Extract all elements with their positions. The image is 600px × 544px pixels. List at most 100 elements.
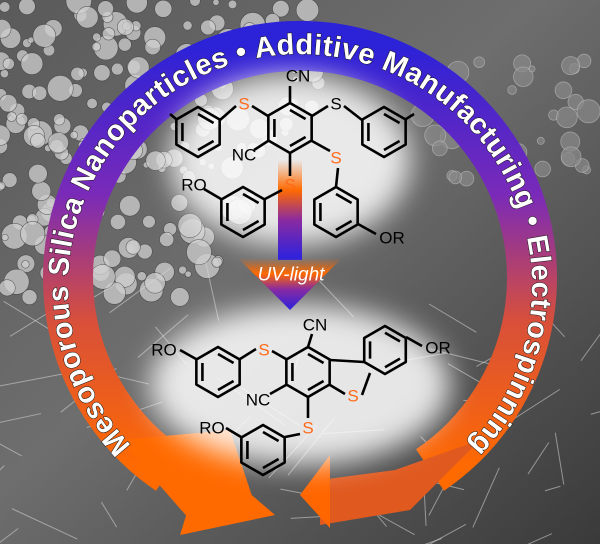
nanoparticle — [111, 62, 124, 76]
right-arrow-tail — [320, 440, 480, 525]
uv-reaction-arrow: UV-light — [238, 160, 342, 310]
nanoparticle — [295, 0, 320, 22]
reactant-nc: NC — [232, 146, 257, 165]
fiber — [554, 432, 565, 485]
fiber — [11, 508, 78, 540]
aryl-ring-bottom — [240, 423, 286, 477]
surface-pore — [556, 106, 578, 129]
nanoparticle — [0, 279, 16, 297]
single-bond — [179, 348, 197, 361]
double-bond — [262, 430, 280, 443]
single-bond — [269, 383, 287, 396]
right-arrowhead — [300, 455, 330, 528]
double-bond — [217, 352, 235, 365]
nanoparticle — [21, 289, 38, 306]
fiber — [109, 267, 171, 314]
double-bond — [384, 331, 401, 343]
nanoparticle — [32, 24, 57, 48]
surface-pore — [473, 56, 485, 68]
nanoparticle — [70, 66, 85, 81]
single-bond — [264, 188, 283, 201]
fiber — [544, 485, 561, 492]
double-bond — [289, 135, 307, 148]
single-bond — [306, 333, 314, 348]
nanoparticle — [93, 64, 111, 82]
nanoparticle — [170, 287, 190, 307]
nanoparticle — [154, 0, 173, 18]
surface-pore — [554, 81, 573, 100]
nanoparticle — [0, 94, 18, 113]
fiber — [428, 303, 477, 333]
nanoparticle — [117, 37, 132, 52]
single-bond — [253, 139, 269, 152]
nanoparticle — [15, 113, 29, 126]
nanoparticle — [92, 32, 102, 42]
nanoparticle — [76, 6, 99, 29]
single-bond — [271, 349, 287, 361]
single-bond — [169, 113, 177, 120]
double-bond — [335, 219, 353, 232]
fiber — [0, 372, 67, 387]
nanoparticle — [142, 214, 156, 229]
fiber — [472, 467, 500, 528]
reactant-cn: CN — [286, 67, 311, 86]
nanoparticle — [53, 113, 66, 126]
double-bond — [384, 357, 401, 369]
nanoparticle — [103, 249, 122, 268]
arrow-head — [238, 258, 342, 310]
nanoparticle — [21, 260, 30, 269]
fiber — [424, 537, 442, 544]
nanoparticle — [178, 265, 187, 275]
nanoparticle — [182, 20, 193, 31]
fiber — [0, 413, 42, 423]
surface-pore — [560, 146, 582, 168]
fiber — [205, 261, 220, 321]
double-bond — [262, 457, 280, 470]
single-bond — [239, 347, 257, 361]
product-nc: NC — [246, 391, 271, 410]
single-bond — [405, 112, 415, 121]
product-cn: CN — [303, 316, 328, 335]
double-bond — [289, 108, 307, 121]
double-bond — [197, 139, 215, 152]
fiber — [527, 442, 550, 475]
fiber — [580, 333, 600, 362]
nanoparticle — [212, 0, 220, 6]
nanoparticle — [47, 132, 69, 154]
reactant-sulfur-bottom-right: S — [330, 149, 341, 168]
product-glow — [150, 305, 450, 465]
double-bond — [242, 219, 260, 232]
nanoparticle — [136, 271, 147, 282]
surface-pore — [507, 85, 517, 95]
nanoparticle — [31, 85, 48, 101]
reactant-sulfur-top-left: S — [238, 95, 249, 114]
single-bond — [357, 222, 377, 236]
nanoparticle — [0, 19, 12, 39]
nanoparticle — [30, 133, 46, 149]
single-bond — [311, 104, 329, 118]
double-bond — [307, 352, 325, 365]
nanoparticle — [109, 214, 126, 230]
reactant-or: OR — [379, 229, 405, 248]
product-sulfur-thiophene: S — [347, 387, 358, 406]
nanoparticle — [86, 97, 98, 110]
single-bond — [311, 139, 331, 153]
nanoparticle — [125, 0, 148, 14]
fiber — [527, 533, 552, 544]
nanoparticle — [177, 213, 203, 238]
product-ro-bottom: RO — [199, 419, 225, 438]
nanoparticle — [1, 233, 9, 242]
double-bond — [307, 379, 325, 392]
nanoparticle — [97, 0, 114, 17]
nanoparticle — [116, 18, 134, 36]
nanoparticle — [69, 130, 79, 140]
fiber — [428, 523, 467, 544]
reactant-ro: RO — [181, 176, 207, 195]
nanoparticle — [145, 150, 166, 171]
surface-pore — [448, 170, 463, 185]
nanoparticle — [144, 272, 166, 294]
nanoparticle — [0, 124, 11, 146]
double-bond — [217, 379, 235, 392]
